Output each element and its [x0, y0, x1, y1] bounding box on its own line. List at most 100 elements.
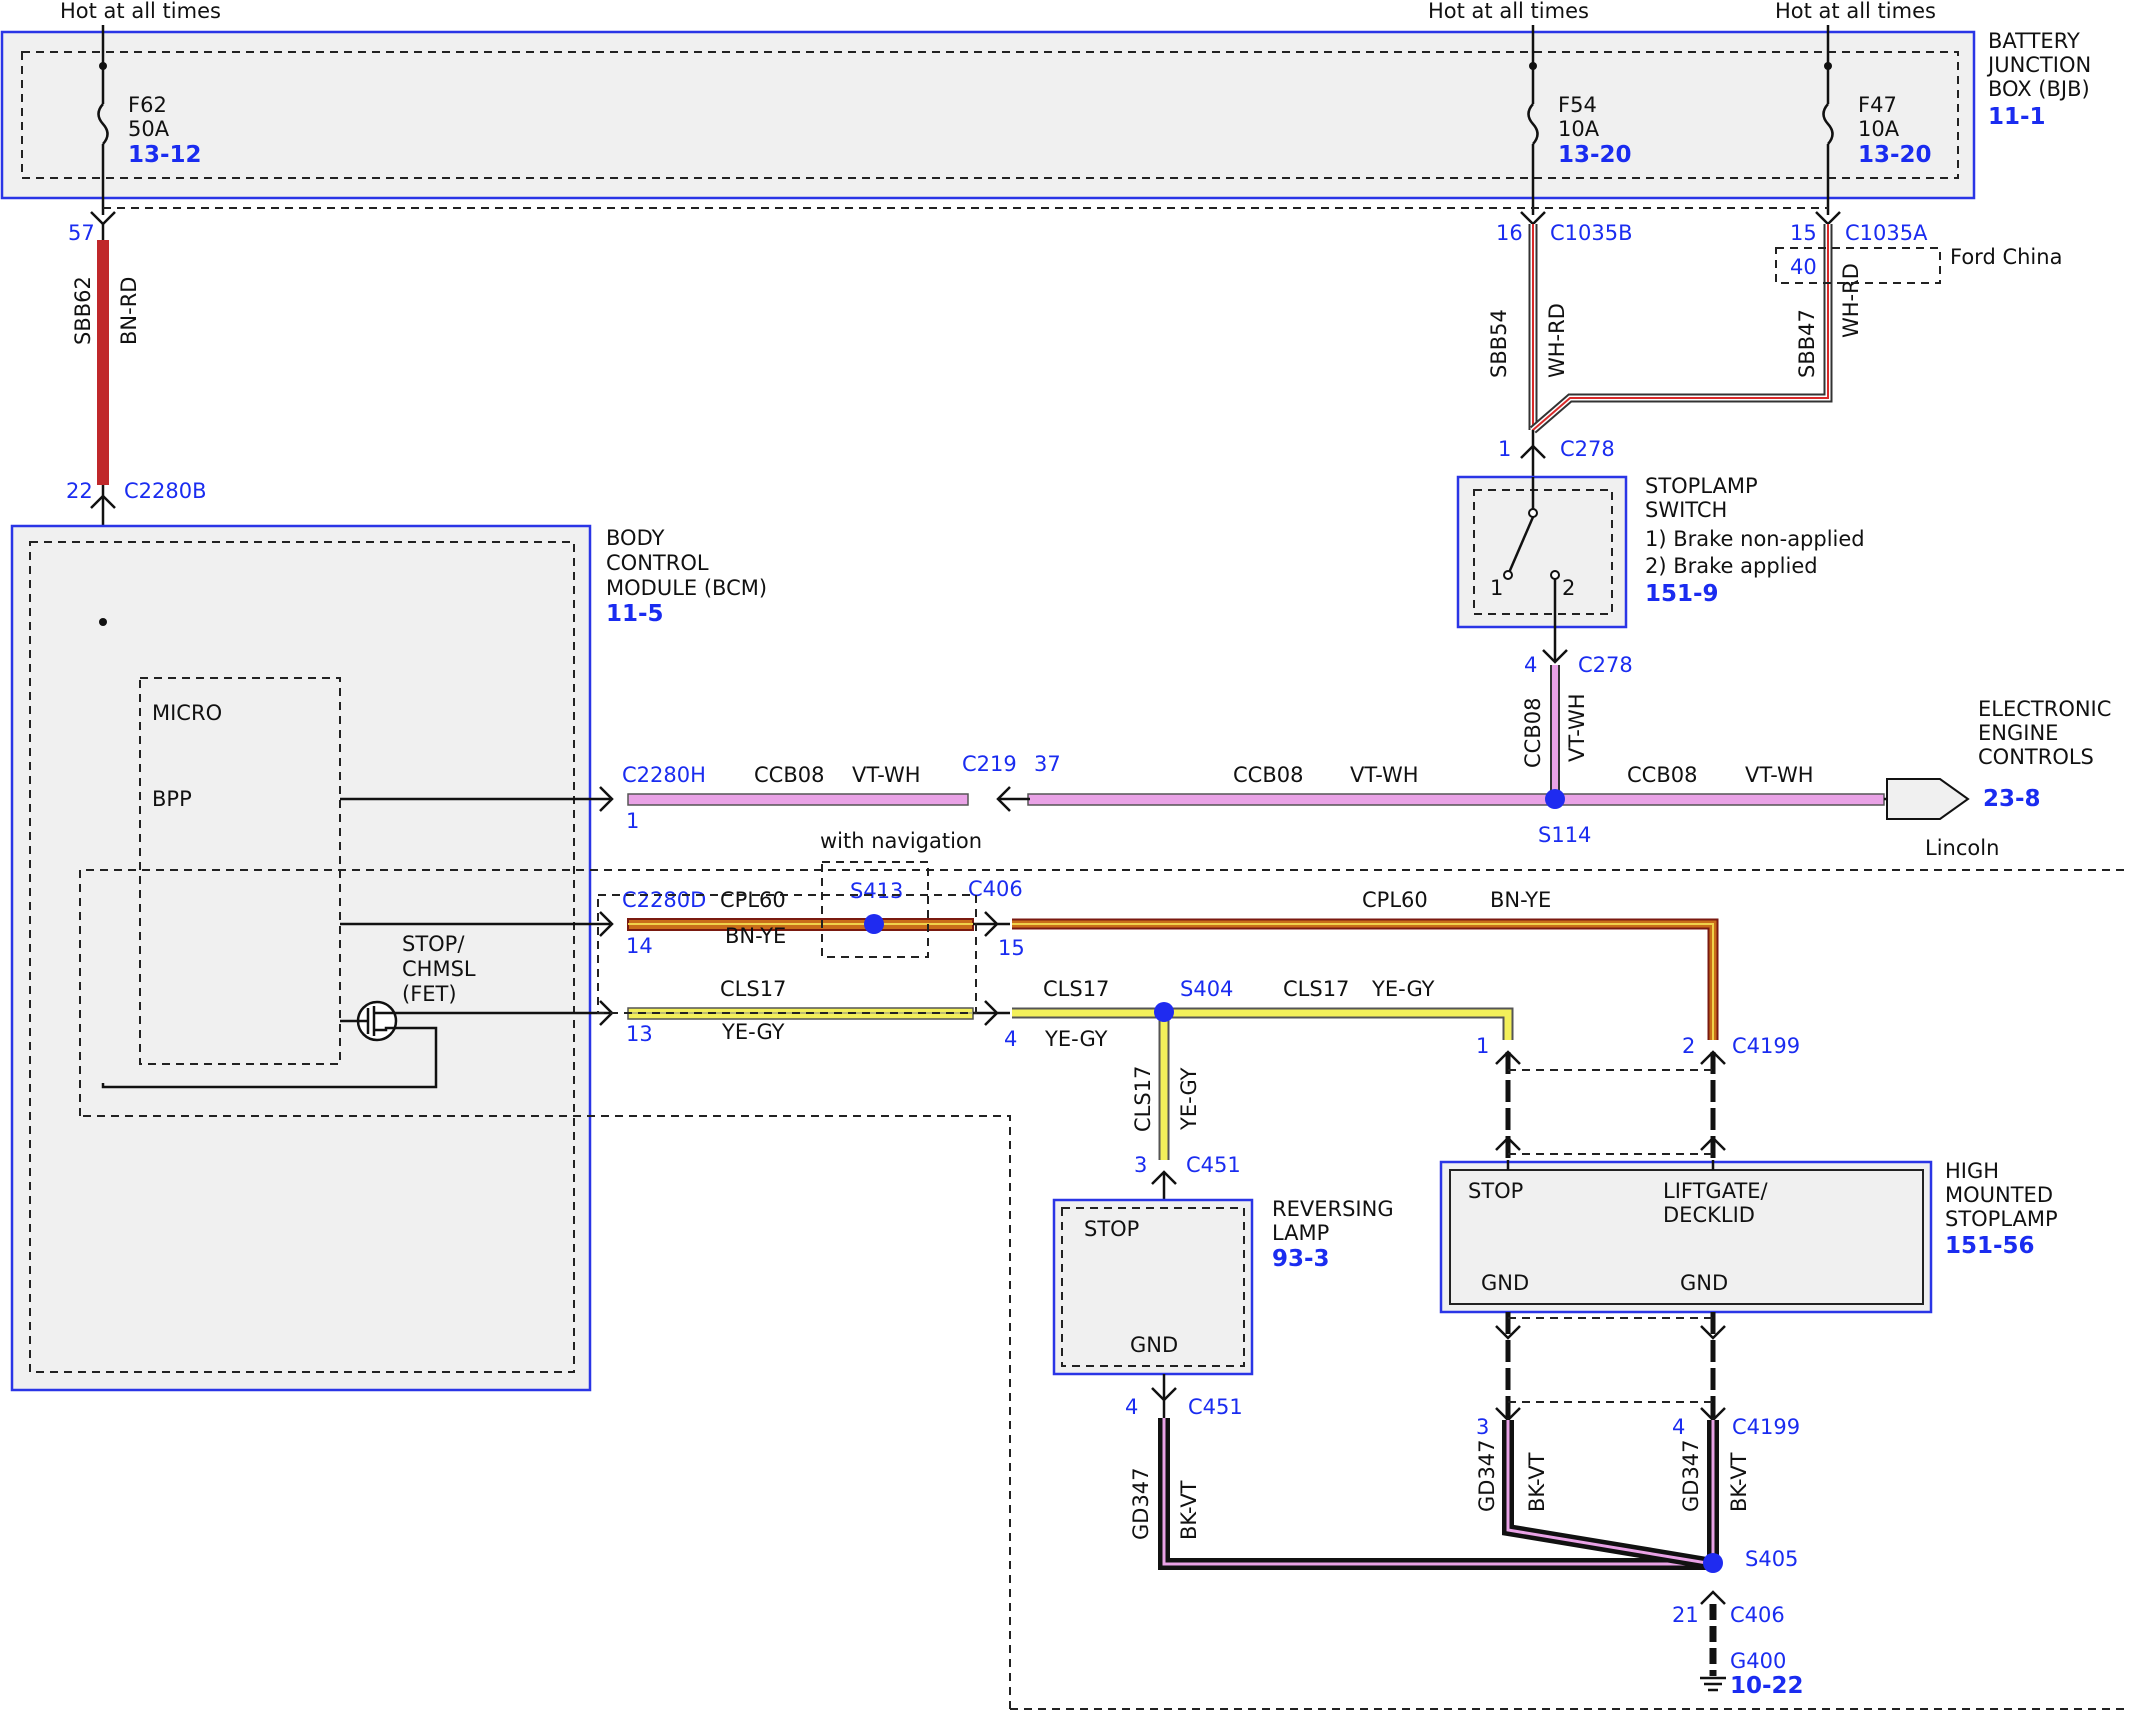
hmsl-title-1: HIGH [1945, 1159, 1999, 1183]
connector-c278-top: C278 [1560, 437, 1615, 461]
fuse-f54-rating: 10A [1558, 117, 1600, 141]
bcm-stop-1: STOP/ [402, 932, 465, 956]
pin-c278-1: 1 [1498, 437, 1511, 461]
wire-cls17-v-label: CLS17 [1131, 1066, 1155, 1132]
hot-label-2: Hot at all times [1428, 0, 1589, 23]
reversing-lamp: STOP GND REVERSING LAMP 93-3 [1052, 1197, 1394, 1376]
hmsl-gnd-2: GND [1680, 1271, 1728, 1295]
bcm-micro: MICRO [152, 701, 222, 725]
wire-vt-wh-c-label: VT-WH [1745, 763, 1814, 787]
connector-c278-bottom: C278 [1578, 653, 1633, 677]
bcm-stop-2: CHMSL [402, 957, 476, 981]
wire-sbb62-label: SBB62 [71, 276, 95, 345]
connector-c451-bottom: C451 [1188, 1395, 1243, 1419]
connector-c4199-bottom-group: 3 4 C4199 [1476, 1312, 1800, 1439]
wire-bn-rd-label: BN-RD [117, 277, 141, 345]
bcm-title-3: MODULE (BCM) [606, 576, 767, 600]
splice-s114 [1545, 789, 1565, 809]
pin-c4199-2: 2 [1682, 1034, 1695, 1058]
eec-ref: 23-8 [1983, 786, 2041, 812]
wire-ye-gy-v-label: YE-GY [1177, 1067, 1201, 1131]
wire-ye-gy-c-label: YE-GY [1371, 977, 1435, 1001]
fuse-f62-ref: 13-12 [128, 142, 202, 168]
hmsl-gnd-1: GND [1481, 1271, 1529, 1295]
pin-c219-37: 37 [1034, 752, 1061, 776]
pin-22: 22 [66, 479, 93, 503]
hmsl-title-2: MOUNTED [1945, 1183, 2053, 1207]
lincoln-note: Lincoln [1925, 836, 1999, 860]
splice-s114-label: S114 [1538, 823, 1591, 847]
wire-ccb08-v-label: CCB08 [1521, 698, 1545, 768]
with-navigation-note: with navigation [820, 829, 982, 853]
bcm-bpp: BPP [152, 787, 192, 811]
wire-gd347-b-label: GD347 [1475, 1439, 1499, 1512]
stoplamp-switch: 1 2 STOPLAMP SWITCH 1) Brake non-applied… [1456, 474, 1865, 662]
connector-c2280d: C2280D [622, 888, 706, 912]
wire-gd347-c-label: GD347 [1679, 1439, 1703, 1512]
pin-40: 40 [1790, 255, 1817, 279]
eec-title-2: ENGINE [1978, 721, 2058, 745]
connector-c2280b: C2280B [124, 479, 207, 503]
splice-s413-label: S413 [850, 879, 903, 903]
connector-c406-top: C406 [968, 877, 1023, 901]
ground-g400: 21 C406 G400 10-22 [1672, 1590, 1804, 1699]
ground-g400-label: G400 [1730, 1649, 1786, 1673]
pin-c406-21: 21 [1672, 1603, 1699, 1627]
wire-cls17: S404 CLS17 YE-GY 13 4 CLS17 YE-GY CLS17 … [599, 977, 1514, 1160]
wire-cpl60-b-label: CPL60 [1362, 888, 1428, 912]
pin-c2280d-14: 14 [626, 934, 653, 958]
wire-sbb54-label: SBB54 [1487, 309, 1511, 378]
wire-ye-gy-a-label: YE-GY [721, 1020, 785, 1044]
pin-57: 57 [68, 221, 95, 245]
switch-title-1: STOPLAMP [1645, 474, 1758, 498]
connector-c4199-top-group: 1 2 C4199 [1476, 1034, 1800, 1160]
fuse-f47: F47 10A 13-20 [1822, 25, 1932, 215]
connector-c406-bottom: C406 [1730, 1603, 1785, 1627]
reversing-lamp-stop: STOP [1084, 1217, 1139, 1241]
high-mounted-stoplamp: STOP LIFTGATE/ DECKLID GND GND HIGH MOUN… [1439, 1159, 2058, 1314]
reversing-lamp-title-1: REVERSING [1272, 1197, 1394, 1221]
wire-vt-wh-v-label: VT-WH [1565, 693, 1589, 762]
bcm-title-2: CONTROL [606, 551, 709, 575]
wire-bk-vt-c-label: BK-VT [1727, 1452, 1751, 1512]
fuse-f62-rating: 50A [128, 117, 170, 141]
bjb-title-2: JUNCTION [1986, 53, 2091, 77]
wire-cls17-c-label: CLS17 [1283, 977, 1349, 1001]
wire-cpl60: with navigation S413 C2280D CPL60 14 BN-… [599, 829, 1719, 1040]
connector-c4199-top: C4199 [1732, 1034, 1800, 1058]
hmsl-liftgate-1: LIFTGATE/ [1663, 1179, 1769, 1203]
pin-c278-4: 4 [1524, 653, 1537, 677]
hmsl-stop: STOP [1468, 1179, 1523, 1203]
fuse-f54-ref: 13-20 [1558, 142, 1632, 168]
wire-vt-wh-b-label: VT-WH [1350, 763, 1419, 787]
connector-c4199-bottom: C4199 [1732, 1415, 1800, 1439]
pin-15: 15 [1790, 221, 1817, 245]
wire-cls17-b-label: CLS17 [1043, 977, 1109, 1001]
reversing-lamp-title-2: LAMP [1272, 1221, 1329, 1245]
wire-cls17-a-label: CLS17 [720, 977, 786, 1001]
bcm-ref: 11-5 [606, 601, 664, 627]
wire-bn-ye-b-label: BN-YE [1490, 888, 1551, 912]
connector-c451-top: C451 [1186, 1153, 1241, 1177]
wire-ccb08-c-label: CCB08 [1627, 763, 1697, 787]
wire-ye-gy-b-label: YE-GY [1044, 1027, 1108, 1051]
wire-sbb54: SBB54 WH-RD [1487, 224, 1569, 430]
eec-title-1: ELECTRONIC [1978, 697, 2111, 721]
hmsl-title-3: STOPLAMP [1945, 1207, 2058, 1231]
body-control-module: MICRO BPP BODY CONTROL MODULE (BCM) 11-5… [10, 524, 767, 1392]
reversing-lamp-ref: 93-3 [1272, 1246, 1330, 1272]
wire-ccb08-b-label: CCB08 [1233, 763, 1303, 787]
wire-vt-wh-a-label: VT-WH [852, 763, 921, 787]
bjb-ref: 11-1 [1988, 104, 2046, 130]
ford-china-note: Ford China [1950, 245, 2062, 269]
ground-g400-ref: 10-22 [1730, 1673, 1804, 1699]
splice-s404-label: S404 [1180, 977, 1233, 1001]
fuse-f62-name: F62 [128, 93, 167, 117]
wire-cpl60-a-label: CPL60 [720, 888, 786, 912]
reversing-lamp-gnd: GND [1130, 1333, 1178, 1357]
switch-pos-2: 2 [1562, 576, 1575, 600]
wire-gd347: S405 GD347 BK-VT GD347 BK-VT GD347 BK-VT [1129, 1418, 1798, 1573]
pin-c4199-3: 3 [1476, 1415, 1489, 1439]
fuse-f47-name: F47 [1858, 93, 1897, 117]
